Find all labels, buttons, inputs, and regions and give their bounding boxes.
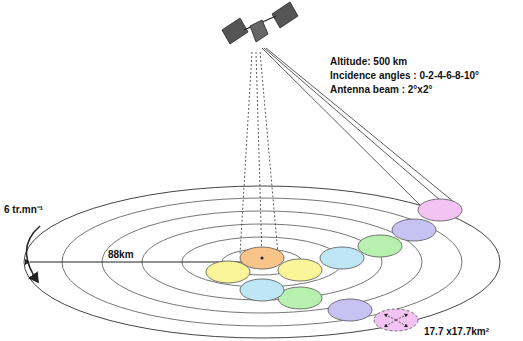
footprint-size: 17.7 x17.7km² xyxy=(424,326,489,338)
incidence-note: Incidence angles : 0-2-4-6-8-10° xyxy=(330,70,479,82)
radius-dimension: 88km xyxy=(108,249,134,261)
altitude-note: Altitude: 500 km xyxy=(330,56,407,68)
rotation-rate: 6 tr.mn⁻¹ xyxy=(4,204,43,216)
beam-note: Antenna beam : 2°x2° xyxy=(330,84,432,96)
